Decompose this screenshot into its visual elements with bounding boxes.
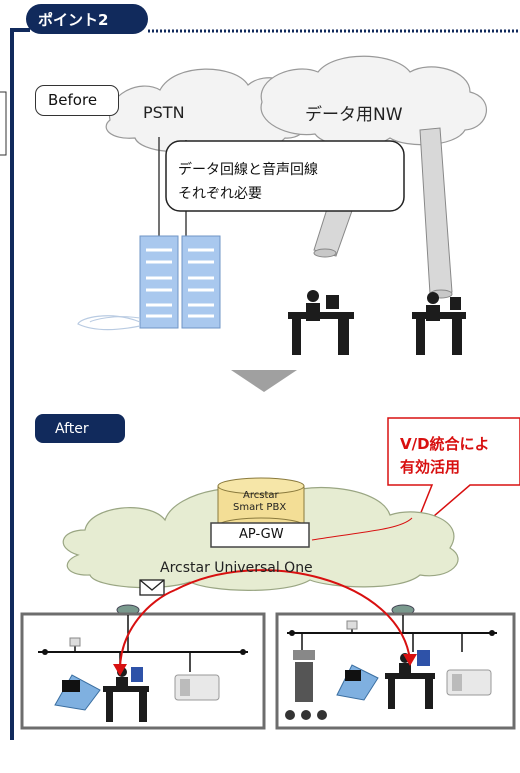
server-rack-right xyxy=(181,235,221,329)
mail-icon xyxy=(139,579,165,596)
tube-left-end xyxy=(313,248,337,258)
data-nw-label: データ用NW xyxy=(305,105,403,125)
cable-swirl-2 xyxy=(89,316,141,323)
server-rack-left xyxy=(139,235,179,329)
before-label: Before xyxy=(48,91,98,109)
note-box xyxy=(165,140,405,212)
pbx-label-line-1: Arcstar xyxy=(243,490,279,501)
office-worker-icon xyxy=(412,292,466,355)
data-tube-right xyxy=(419,127,453,295)
note-line-1: データ回線と音声回線 xyxy=(178,162,318,178)
down-arrow xyxy=(231,370,297,392)
pbx-label-line-2: Smart PBX xyxy=(233,502,287,513)
desk-phone-icon xyxy=(446,669,492,696)
callout-line-2: 有効活用 xyxy=(400,458,461,476)
tablet-icon xyxy=(131,667,143,682)
network-label: Arcstar Universal One xyxy=(160,560,313,576)
side-bracket xyxy=(0,91,7,156)
call-arrow-right xyxy=(174,569,411,661)
cameras-icon xyxy=(285,710,327,720)
ip-phone-icon xyxy=(54,674,101,711)
after-pill xyxy=(35,414,125,443)
callout-pointer xyxy=(311,517,413,541)
server-tower-icon xyxy=(293,650,315,702)
call-arrow-left xyxy=(119,589,176,671)
data-nw-cloud xyxy=(260,55,487,148)
pstn-label: PSTN xyxy=(143,103,185,122)
office-worker-icon xyxy=(288,290,354,355)
point-tab xyxy=(26,4,148,34)
point-label: ポイント2 xyxy=(38,11,109,29)
before-pill xyxy=(35,85,119,116)
ap-gw-box xyxy=(210,522,310,548)
desk-phone-icon xyxy=(174,674,220,701)
after-label: After xyxy=(55,421,89,437)
access-point-icon xyxy=(346,620,358,630)
note-line-2: それぞれ必要 xyxy=(178,186,262,202)
access-point-icon xyxy=(69,637,81,647)
ap-gw-label: AP-GW xyxy=(239,527,284,542)
frame-left-border xyxy=(10,28,30,740)
tablet-icon xyxy=(417,650,430,666)
cable-swirl xyxy=(77,315,141,331)
callout-box xyxy=(387,417,520,536)
ip-phone-icon xyxy=(336,664,379,701)
callout-line-1: V/D統合によ xyxy=(400,435,490,453)
smart-pbx-cylinder xyxy=(217,477,305,535)
